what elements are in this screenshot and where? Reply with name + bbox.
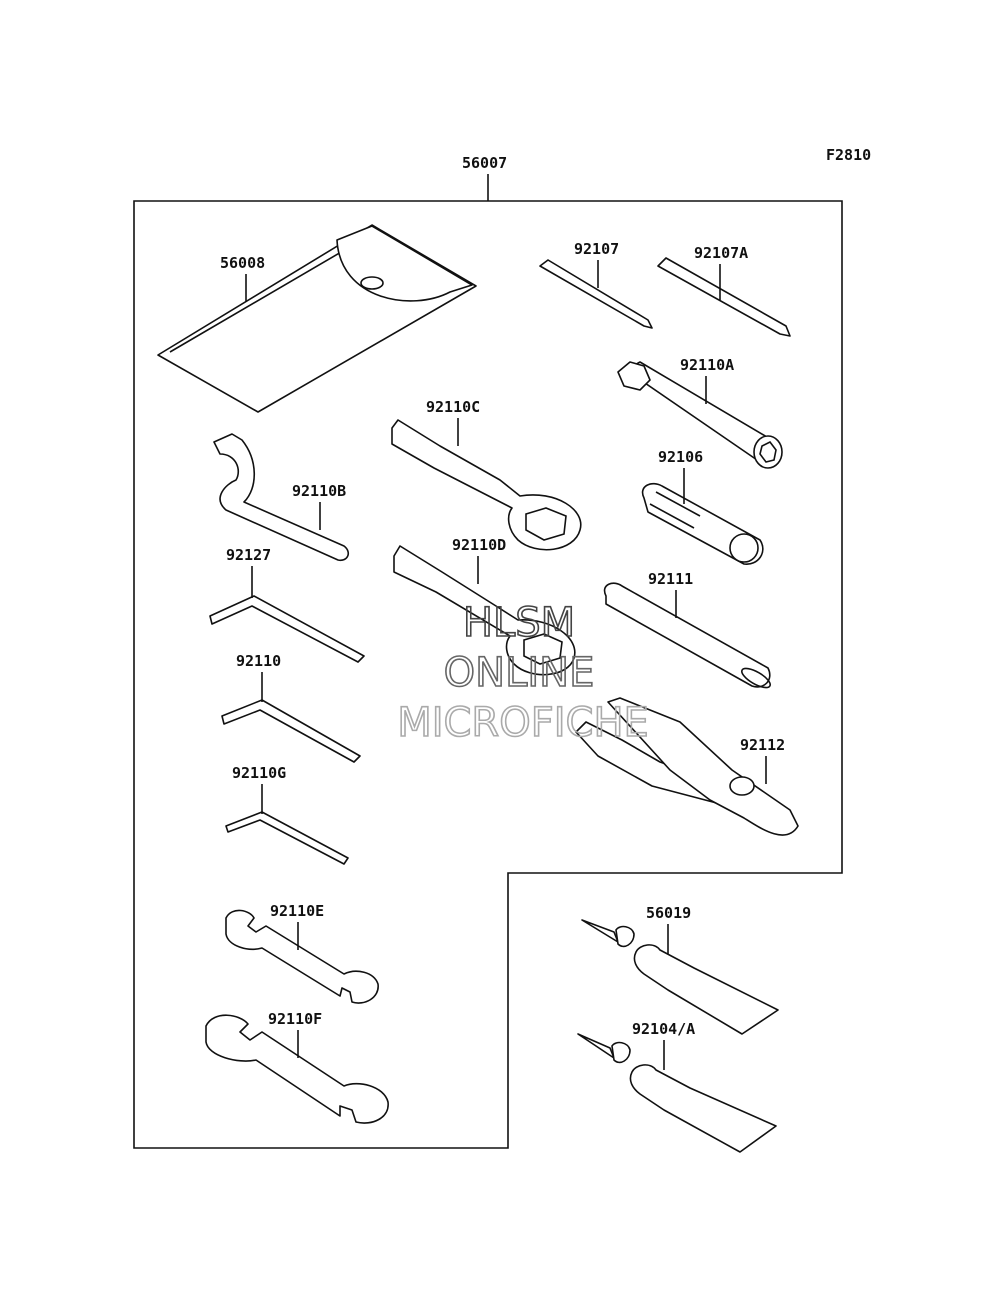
part-92110F[interactable]: 92110F: [205, 1010, 389, 1124]
watermark-line-2: ONLINE: [444, 650, 595, 696]
part-label: 92127: [226, 546, 271, 564]
part-92127[interactable]: 92127: [209, 546, 365, 663]
part-label: 92107: [574, 240, 619, 258]
part-92110E[interactable]: 92110E: [225, 902, 379, 1004]
part-label: 56019: [646, 904, 691, 922]
box-wrench-end-icon: [617, 361, 651, 391]
part-92110G[interactable]: 92110G: [225, 764, 349, 865]
handle-bar-icon: [603, 582, 771, 688]
ring-wrench-icon: [391, 419, 582, 551]
socket-groove: [655, 491, 701, 517]
box-wrench-hex-inner: [759, 440, 777, 463]
bit-icon: [539, 259, 653, 329]
ring-wrench-hex: [525, 507, 567, 541]
pliers-pivot-icon: [729, 776, 755, 796]
part-92106[interactable]: 92106: [641, 448, 764, 565]
tube-nozzle-icon: [577, 1033, 615, 1059]
watermark-line-3: MICROFICHE: [397, 700, 649, 746]
ring-wrench-d-icon: [393, 545, 576, 676]
ring-wrench-d-hex: [523, 633, 563, 665]
part-label: 92106: [658, 448, 703, 466]
watermark: HLSM ONLINE MICROFICHE: [396, 599, 649, 747]
hex-key-small-icon: [225, 811, 349, 865]
part-label: 92110C: [426, 398, 480, 416]
hook-wrench-icon: [213, 433, 350, 562]
part-92110[interactable]: 92110: [221, 652, 361, 763]
hex-key-large-icon: [209, 595, 365, 663]
socket-end-icon: [729, 533, 759, 563]
box-wrench-hex-icon: [753, 435, 783, 469]
part-92104A[interactable]: 92104/A: [577, 1020, 777, 1153]
part-92110C[interactable]: 92110C: [391, 398, 582, 551]
part-56019[interactable]: 56019: [581, 904, 779, 1035]
pouch-body-icon: [157, 224, 477, 413]
open-wrench-small-icon: [225, 909, 379, 1004]
tube-cap-icon: [611, 1041, 631, 1064]
hex-key-medium-icon: [221, 699, 361, 763]
kit-boundary: [133, 200, 843, 1149]
socket-groove: [649, 503, 695, 529]
part-label: 92107A: [694, 244, 748, 262]
part-92107A[interactable]: 92107A: [657, 244, 791, 337]
part-56008[interactable]: 56008: [157, 224, 477, 413]
watermark-line-1: HLSM: [463, 600, 575, 646]
tube-body-icon: [633, 944, 779, 1035]
part-92110B[interactable]: 92110B: [213, 433, 350, 562]
part-label: 92110B: [292, 482, 346, 500]
handle-bar-end: [741, 667, 771, 689]
open-wrench-large-icon: [205, 1014, 389, 1124]
tube-body-icon: [629, 1064, 777, 1153]
tube-cap-icon: [615, 925, 635, 948]
part-92112[interactable]: 92112: [575, 697, 799, 836]
part-label: 92110G: [232, 764, 286, 782]
bit-long-icon: [657, 257, 791, 337]
part-92111[interactable]: 92111: [603, 570, 773, 691]
part-label: 92112: [740, 736, 785, 754]
pouch-snap-icon: [360, 276, 384, 290]
part-label: 92111: [648, 570, 693, 588]
kit-callout[interactable]: 56007: [462, 154, 507, 201]
part-label: 92110A: [680, 356, 734, 374]
part-label: 92110: [236, 652, 281, 670]
part-label: 56008: [220, 254, 265, 272]
tube-nozzle-icon: [581, 919, 619, 943]
part-92107[interactable]: 92107: [539, 240, 653, 329]
kit-label: 56007: [462, 154, 507, 172]
part-label: 92110F: [268, 1010, 322, 1028]
part-label: 92110D: [452, 536, 506, 554]
part-92110A[interactable]: 92110A: [617, 356, 783, 469]
part-92110D[interactable]: 92110D: [393, 536, 576, 676]
part-label: 92110E: [270, 902, 324, 920]
figure-code: F2810: [826, 146, 871, 164]
part-label: 92104/A: [632, 1020, 695, 1038]
